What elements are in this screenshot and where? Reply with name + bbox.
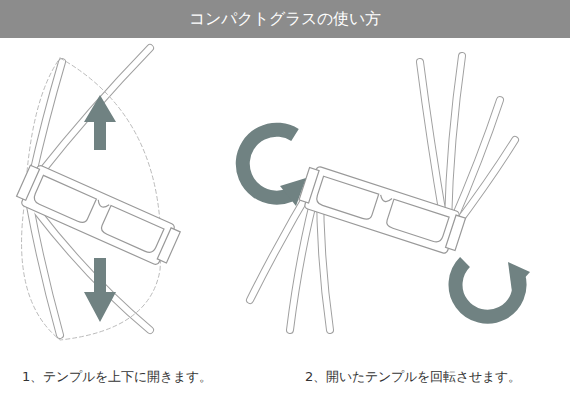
step-caption: 1、テンプルを上下に開きます。 (22, 368, 212, 386)
step-caption: 2、開いたテンプルを回転させます。 (305, 368, 521, 386)
header-title: コンパクトグラスの使い方 (0, 0, 570, 38)
